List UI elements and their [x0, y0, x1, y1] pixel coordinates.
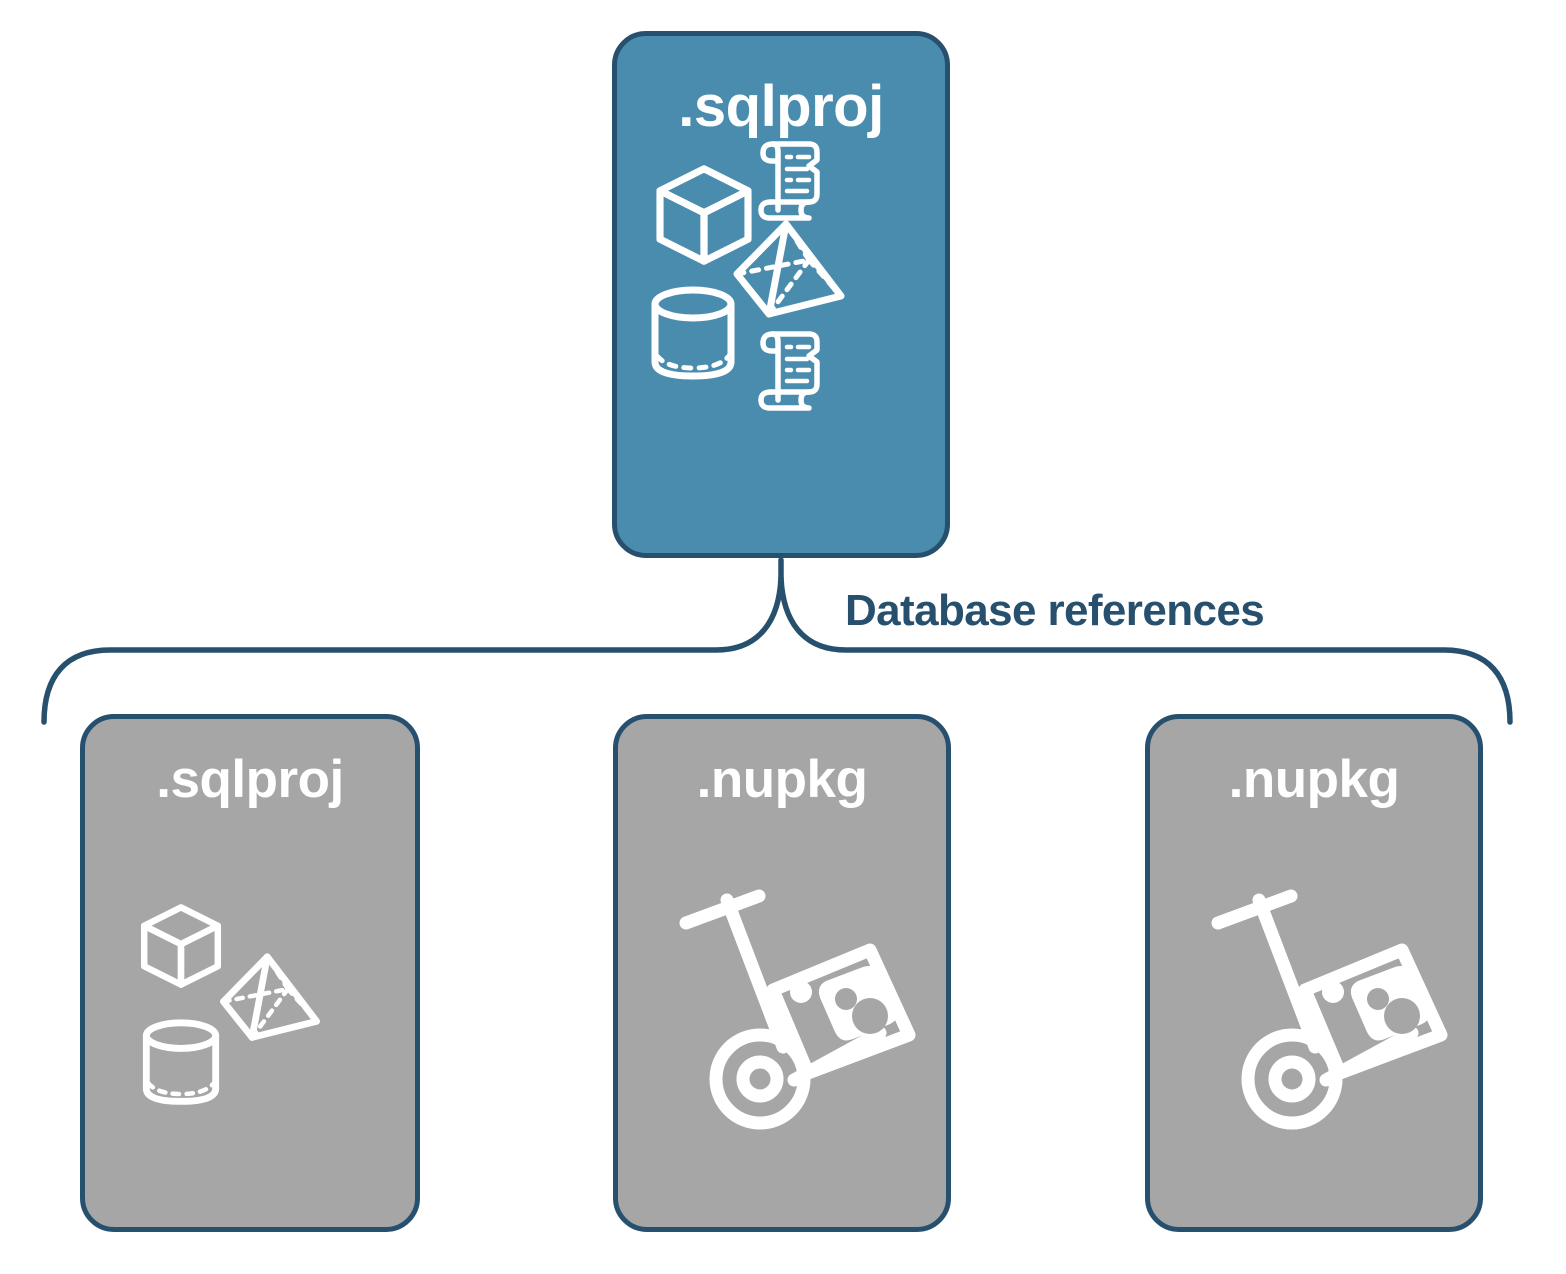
node-sqlproj-root[interactable]: .sqlproj: [612, 31, 950, 558]
node-sqlproj-reference[interactable]: .sqlproj: [80, 714, 420, 1232]
scroll-icon: [758, 141, 820, 221]
node-nupkg-reference-2[interactable]: .nupkg: [1145, 714, 1483, 1232]
node-title: .nupkg: [696, 750, 868, 809]
cylinder-icon: [142, 1019, 220, 1105]
node-title: .sqlproj: [156, 750, 344, 809]
connector-label: Database references: [845, 586, 1265, 635]
cube-icon: [656, 165, 752, 265]
package-dolly-icon: [1211, 889, 1448, 1130]
node-title: .nupkg: [1228, 750, 1400, 809]
node-icon-group: [617, 136, 945, 553]
cylinder-icon: [651, 286, 735, 380]
node-title: .sqlproj: [678, 74, 884, 139]
pyramid-icon: [220, 953, 320, 1041]
node-icon-group: [85, 806, 415, 1227]
node-icon-group: [618, 806, 946, 1227]
scroll-icon: [758, 331, 820, 411]
node-nupkg-reference-1[interactable]: .nupkg: [613, 714, 951, 1232]
cube-icon: [140, 904, 222, 988]
package-dolly-icon: [679, 889, 916, 1130]
pyramid-icon: [733, 220, 845, 318]
node-icon-group: [1150, 806, 1478, 1227]
